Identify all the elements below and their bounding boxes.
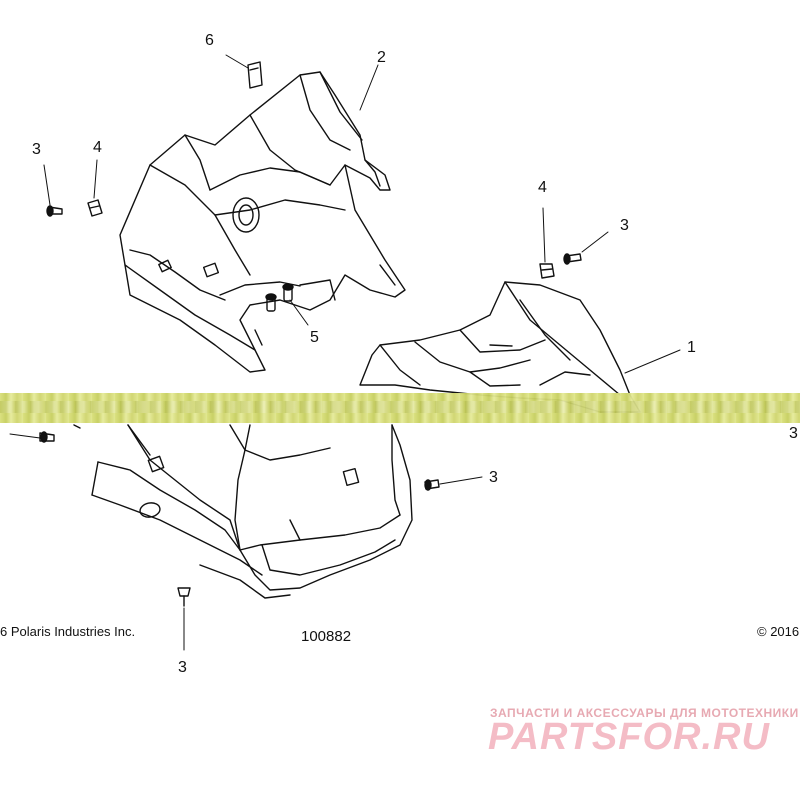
- callout-4-right: 4: [538, 179, 547, 196]
- part-3-screw-bottom: [177, 587, 191, 651]
- callout-3-edge: 3: [789, 425, 798, 442]
- part-3-screw-right: [563, 231, 609, 265]
- callout-2: 2: [377, 49, 386, 66]
- part-4-nut-topleft: [87, 159, 103, 217]
- part-1-lower-shell: [91, 281, 641, 599]
- copyright-left: 6 Polaris Industries Inc.: [0, 624, 136, 639]
- part-2-upper-cowl: [119, 71, 406, 373]
- callout-3-topleft: 3: [32, 141, 41, 158]
- callout-4-topleft: 4: [93, 139, 102, 156]
- part-4-nut-right: [539, 207, 555, 279]
- part-5-rivets: [265, 283, 309, 326]
- watermark-logo: PARTSFOR.RU: [488, 716, 770, 758]
- part-6-clip: [225, 54, 263, 89]
- callout-5: 5: [310, 329, 319, 346]
- watermark-tagline: ЗАПЧАСТИ И АКСЕССУАРЫ ДЛЯ МОТОТЕХНИКИ: [490, 706, 799, 720]
- callout-3-bottom: 3: [178, 659, 187, 676]
- callout-1: 1: [687, 339, 696, 356]
- callout-6: 6: [205, 32, 214, 49]
- scan-artifact-band: [0, 393, 800, 423]
- callout-3-mid: 3: [489, 469, 498, 486]
- copyright-right: © 2016: [757, 624, 800, 639]
- part-3-screw-mid: [424, 476, 483, 491]
- drawing-number: 100882: [301, 628, 352, 645]
- part-3-screw-topleft: [43, 164, 63, 217]
- callout-3-right: 3: [620, 217, 629, 234]
- part-3-screw-edge-left: [9, 424, 81, 443]
